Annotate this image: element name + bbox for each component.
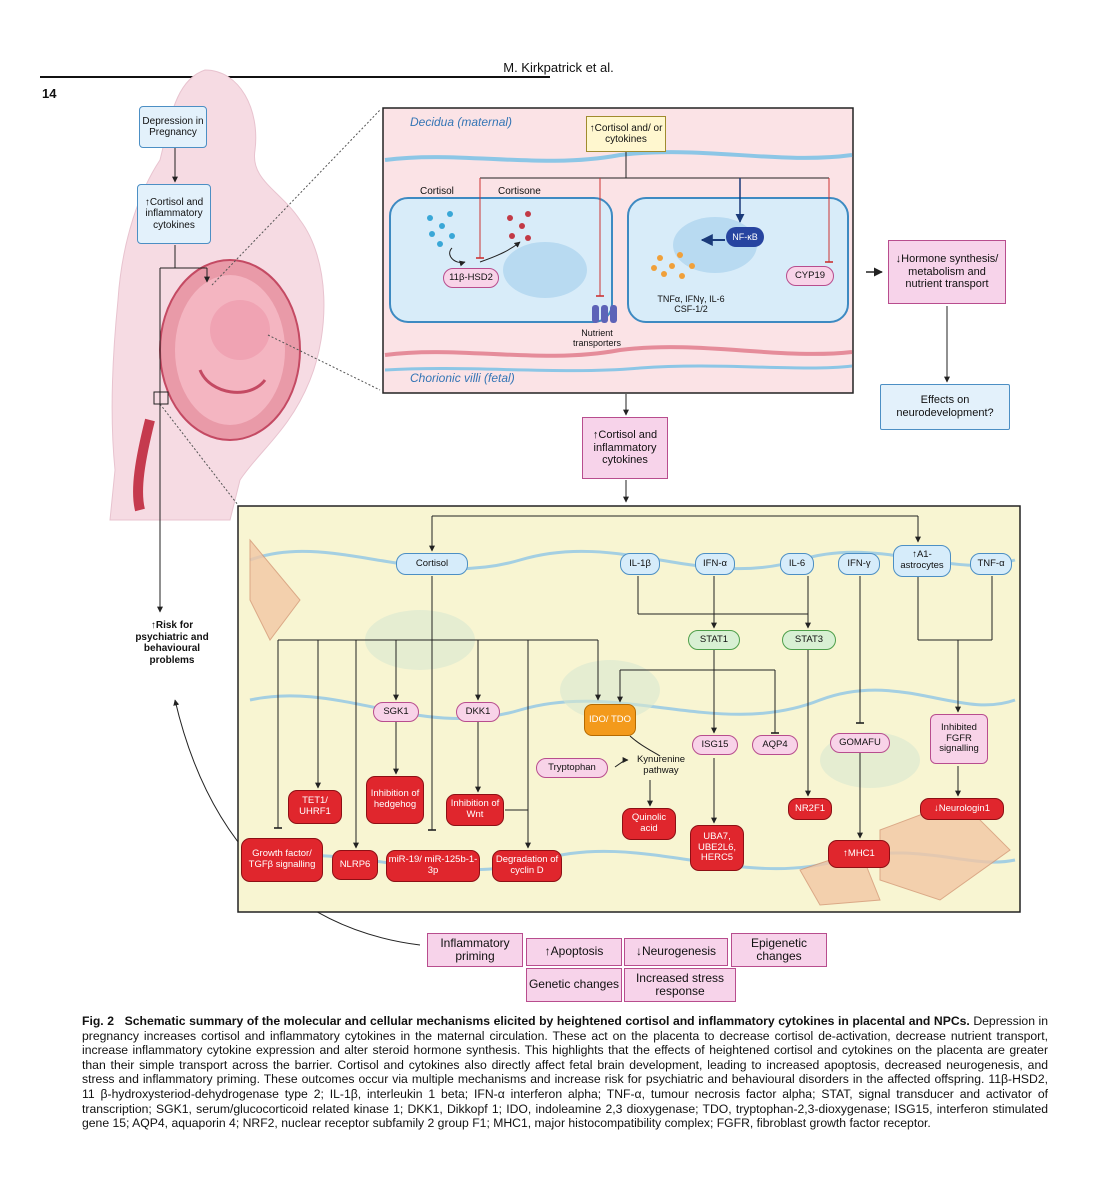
outcome-epigenetic: Epigenetic changes <box>731 933 827 967</box>
ido-tdo-node: IDO/ TDO <box>584 704 636 736</box>
neurodevelopment-effects-box: Effects on neurodevelopment? <box>880 384 1010 430</box>
mir-node: miR-19/ miR-125b-1-3p <box>386 850 480 882</box>
gomafu-node: GOMAFU <box>830 733 890 753</box>
risk-label: ↑Risk for psychiatric and behavioural pr… <box>135 620 209 666</box>
figure-caption: Fig. 2 Schematic summary of the molecula… <box>82 1014 1048 1131</box>
quinolic-acid-node: Quinolic acid <box>622 808 676 840</box>
tryptophan-node: Tryptophan <box>536 758 608 778</box>
ifng-input: IFN-γ <box>838 553 880 575</box>
cytokine-list-label: TNFα, IFNγ, IL-6 CSF-1/2 <box>657 294 725 315</box>
kynurenine-label: Kynurenine pathway <box>636 754 686 776</box>
outcome-neurogenesis: ↓Neurogenesis <box>624 938 728 966</box>
stat1-node: STAT1 <box>688 630 740 650</box>
stat3-node: STAT3 <box>782 630 836 650</box>
cortisone-label: Cortisone <box>498 186 541 197</box>
hormone-synthesis-box: ↓Hormone synthesis/ metabolism and nutri… <box>888 240 1006 304</box>
tnfa-input: TNF-α <box>970 553 1012 575</box>
cyp19-enzyme: CYP19 <box>786 266 834 286</box>
caption-label: Fig. 2 <box>82 1014 114 1028</box>
header-rule <box>40 76 550 78</box>
npc-cortisol-input: Cortisol <box>396 553 468 575</box>
decidua-label: Decidua (maternal) <box>410 115 513 129</box>
uba7-node: UBA7, UBE2L6, HERC5 <box>690 825 744 871</box>
aqp4-node: AQP4 <box>752 735 798 755</box>
depression-box: Depression in Pregnancy <box>139 106 207 148</box>
caption-body: Depression in pregnancy increases cortis… <box>82 1014 1049 1131</box>
mhc1-node: ↑MHC1 <box>828 840 890 868</box>
pregnant-body-illustration <box>109 69 325 521</box>
nlrp6-node: NLRP6 <box>332 850 378 880</box>
a1-astrocytes-input: ↑A1-astrocytes <box>893 545 951 577</box>
page-number: 14 <box>42 86 57 101</box>
nutrient-transporters-label: Nutrient transporters <box>572 328 622 349</box>
nfkb-badge: NF-κB <box>726 227 764 247</box>
inhibited-fgfr-node: Inhibited FGFR signalling <box>930 714 988 764</box>
outcome-genetic: Genetic changes <box>526 968 622 1002</box>
chorionic-villi-label: Chorionic villi (fetal) <box>410 371 515 385</box>
il1b-input: IL-1β <box>620 553 660 575</box>
11b-hsd2-enzyme: 11β-HSD2 <box>443 268 499 288</box>
hedgehog-inhibition-node: Inhibition of hedgehog <box>366 776 424 824</box>
nr2f1-node: NR2F1 <box>788 798 832 820</box>
outcome-apoptosis: ↑Apoptosis <box>526 938 622 966</box>
fetal-cortisol-box: ↑Cortisol and inflammatory cytokines <box>582 417 668 479</box>
isg15-node: ISG15 <box>692 735 738 755</box>
outcome-stress-response: Increased stress response <box>624 968 736 1002</box>
outcome-inflammatory-priming: Inflammatory priming <box>427 933 523 967</box>
cyclin-d-node: Degradation of cyclin D <box>492 850 562 882</box>
dkk1-node: DKK1 <box>456 702 500 722</box>
maternal-cortisol-box: ↑Cortisol and inflammatory cytokines <box>137 184 211 244</box>
cortisol-label: Cortisol <box>420 186 454 197</box>
caption-title: Schematic summary of the molecular and c… <box>124 1014 970 1028</box>
ifna-input: IFN-α <box>695 553 735 575</box>
placenta-input-box: ↑Cortisol and/ or cytokines <box>586 116 666 152</box>
tet1-uhrf1-node: TET1/ UHRF1 <box>288 790 342 824</box>
sgk1-node: SGK1 <box>373 702 419 722</box>
il6-input: IL-6 <box>780 553 814 575</box>
running-header-author: M. Kirkpatrick et al. <box>503 60 614 75</box>
growth-factor-node: Growth factor/ TGFβ signalling <box>241 838 323 882</box>
neuroligin-node: ↓Neurologin1 <box>920 798 1004 820</box>
wnt-inhibition-node: Inhibition of Wnt <box>446 794 504 826</box>
